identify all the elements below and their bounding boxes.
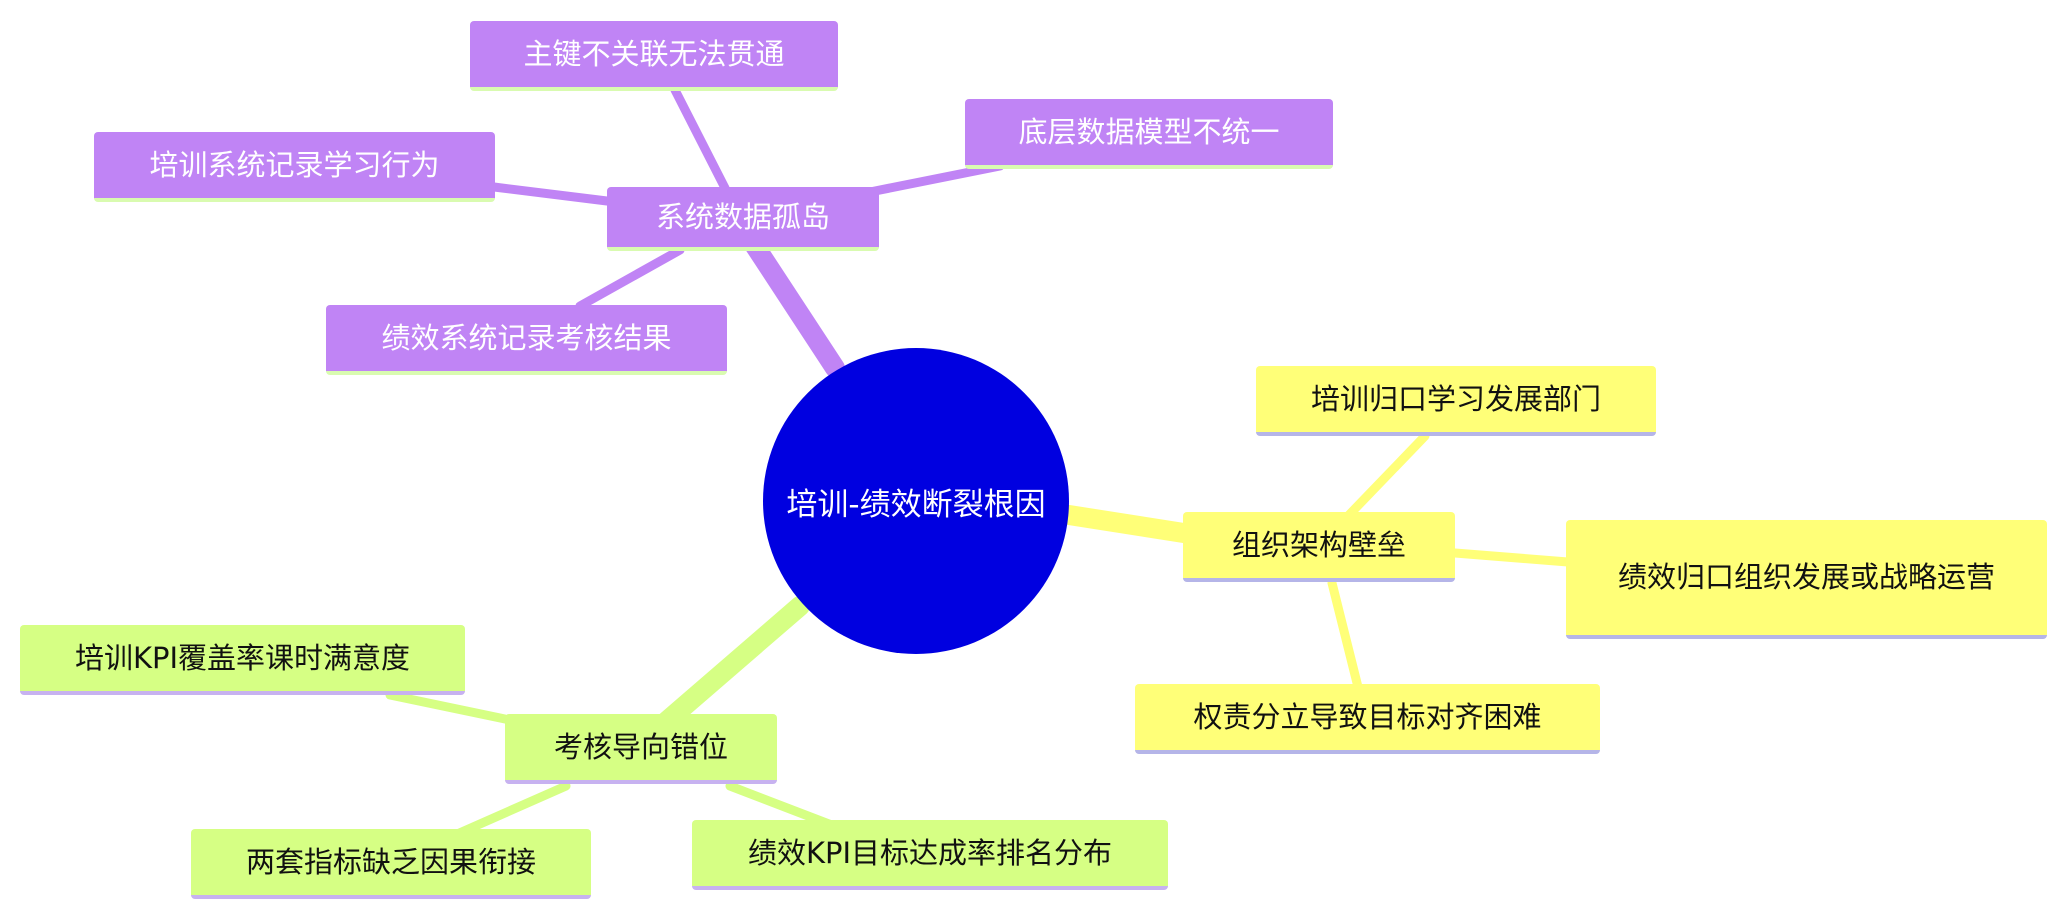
node-data-model-inconsistent[interactable]: 底层数据模型不统一 [965, 99, 1333, 169]
edge-data-silo-model [865, 161, 1005, 197]
edge-root-assessment [650, 596, 810, 737]
edge-assess-no-link [450, 781, 571, 840]
root-label: 培训-绩效断裂根因 [786, 486, 1046, 523]
branch-assessment-misaligned[interactable]: 考核导向错位 [505, 714, 777, 784]
node-no-causal-link-label: 两套指标缺乏因果衔接 [245, 844, 536, 879]
node-performance-kpi-label: 绩效KPI目标达成率排名分布 [747, 835, 1113, 870]
node-training-kpi-label: 培训KPI覆盖率课时满意度 [74, 640, 411, 675]
node-responsibility-split[interactable]: 权责分立导致目标对齐困难 [1135, 684, 1600, 754]
node-training-system-record-label: 培训系统记录学习行为 [149, 147, 440, 182]
branch-data-silo-label: 系统数据孤岛 [655, 199, 830, 234]
node-performance-system-record[interactable]: 绩效系统记录考核结果 [326, 305, 727, 375]
branch-org-barrier[interactable]: 组织架构壁垒 [1183, 512, 1455, 582]
edge-assess-training-kpi [385, 690, 510, 724]
node-training-kpi[interactable]: 培训KPI覆盖率课时满意度 [20, 625, 465, 695]
edge-data-silo-key [670, 85, 730, 193]
root-node[interactable]: 培训-绩效断裂根因 [763, 348, 1069, 654]
edge-data-silo-training-record [489, 182, 612, 206]
node-training-owner-label: 培训归口学习发展部门 [1310, 381, 1601, 416]
edge-data-silo-performance-record [575, 245, 685, 311]
node-key-not-linked-label: 主键不关联无法贯通 [523, 36, 785, 71]
edge-org-responsibility [1327, 578, 1363, 692]
branch-data-silo[interactable]: 系统数据孤岛 [607, 187, 879, 251]
node-training-owner[interactable]: 培训归口学习发展部门 [1256, 366, 1656, 436]
node-performance-owner-label: 绩效归口组织发展或战略运营 [1617, 560, 1995, 595]
node-performance-system-record-label: 绩效系统记录考核结果 [381, 320, 672, 355]
node-responsibility-split-label: 权责分立导致目标对齐困难 [1193, 699, 1542, 734]
edge-root-data-silo [745, 236, 845, 378]
node-no-causal-link[interactable]: 两套指标缺乏因果衔接 [191, 829, 591, 899]
branch-org-barrier-label: 组织架构壁垒 [1231, 527, 1406, 562]
edge-root-org-barrier [1059, 505, 1200, 544]
edge-org-training-owner [1343, 431, 1430, 521]
node-data-model-inconsistent-label: 底层数据模型不统一 [1018, 114, 1280, 149]
node-key-not-linked[interactable]: 主键不关联无法贯通 [470, 21, 838, 91]
branch-assessment-misaligned-label: 考核导向错位 [553, 729, 728, 764]
node-performance-owner[interactable]: 绩效归口组织发展或战略运营 [1566, 520, 2047, 639]
edge-org-performance-owner [1450, 548, 1573, 567]
node-training-system-record[interactable]: 培训系统记录学习行为 [94, 132, 495, 202]
node-performance-kpi[interactable]: 绩效KPI目标达成率排名分布 [692, 820, 1168, 890]
